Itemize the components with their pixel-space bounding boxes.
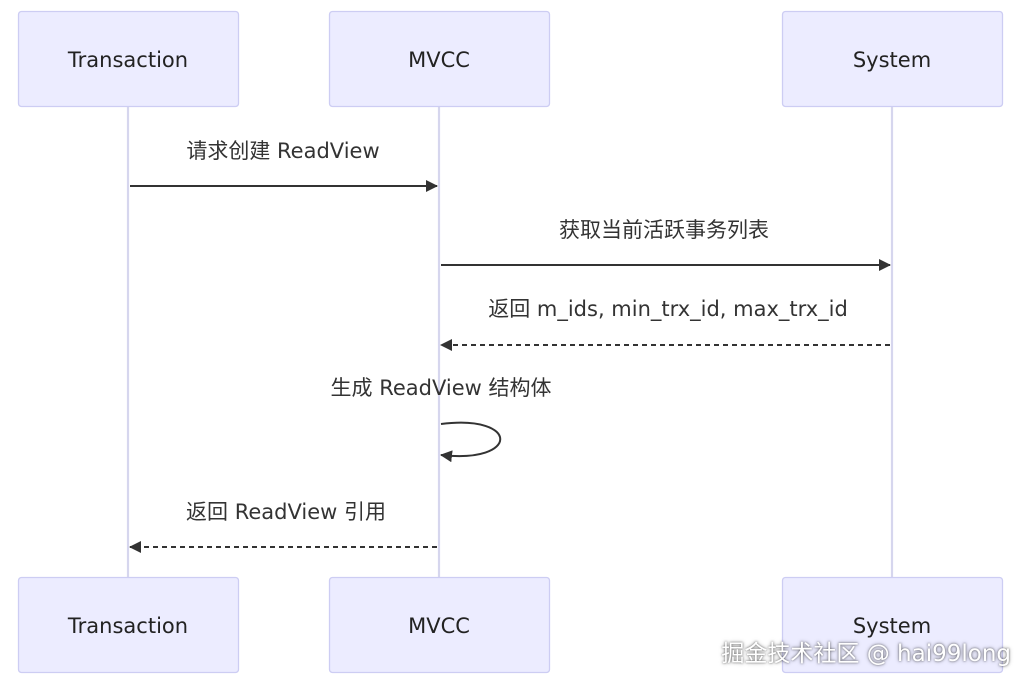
message-return-ids: 返回 m_ids, min_trx_id, max_trx_id <box>440 297 890 351</box>
message-label: 返回 m_ids, min_trx_id, max_trx_id <box>488 297 848 322</box>
watermark: 掘金技术社区 @ hai99long <box>721 641 1011 667</box>
actor-label: Transaction <box>67 614 188 638</box>
actor-label: MVCC <box>408 614 470 638</box>
actor-system-top: System <box>781 10 1004 108</box>
actor-transaction-bottom: Transaction <box>17 576 240 674</box>
actor-label: System <box>853 614 931 638</box>
message-get-active-trx: 获取当前活跃事务列表 <box>441 218 891 271</box>
actor-label: Transaction <box>67 48 188 72</box>
message-label: 生成 ReadView 结构体 <box>331 376 552 400</box>
message-return-readview: 返回 ReadView 引用 <box>129 500 437 553</box>
actor-mvcc-top: MVCC <box>328 10 551 108</box>
message-request-readview: 请求创建 ReadView <box>130 139 438 192</box>
actor-box <box>781 576 1004 674</box>
actor-box <box>328 576 551 674</box>
actor-box <box>781 10 1004 108</box>
message-label: 请求创建 ReadView <box>186 139 379 163</box>
message-label: 返回 ReadView 引用 <box>186 500 386 524</box>
actor-transaction-top: Transaction <box>17 10 240 108</box>
actor-mvcc-bottom: MVCC <box>328 576 551 674</box>
actor-label: MVCC <box>408 48 470 72</box>
message-label: 获取当前活跃事务列表 <box>559 218 769 242</box>
actor-system-bottom: System <box>781 576 1004 674</box>
message-arrow <box>440 421 501 463</box>
actor-box <box>17 576 240 674</box>
actor-label: System <box>853 48 931 72</box>
actor-box <box>17 10 240 108</box>
message-build-readview: 生成 ReadView 结构体 <box>331 376 552 463</box>
actor-box <box>328 10 551 108</box>
